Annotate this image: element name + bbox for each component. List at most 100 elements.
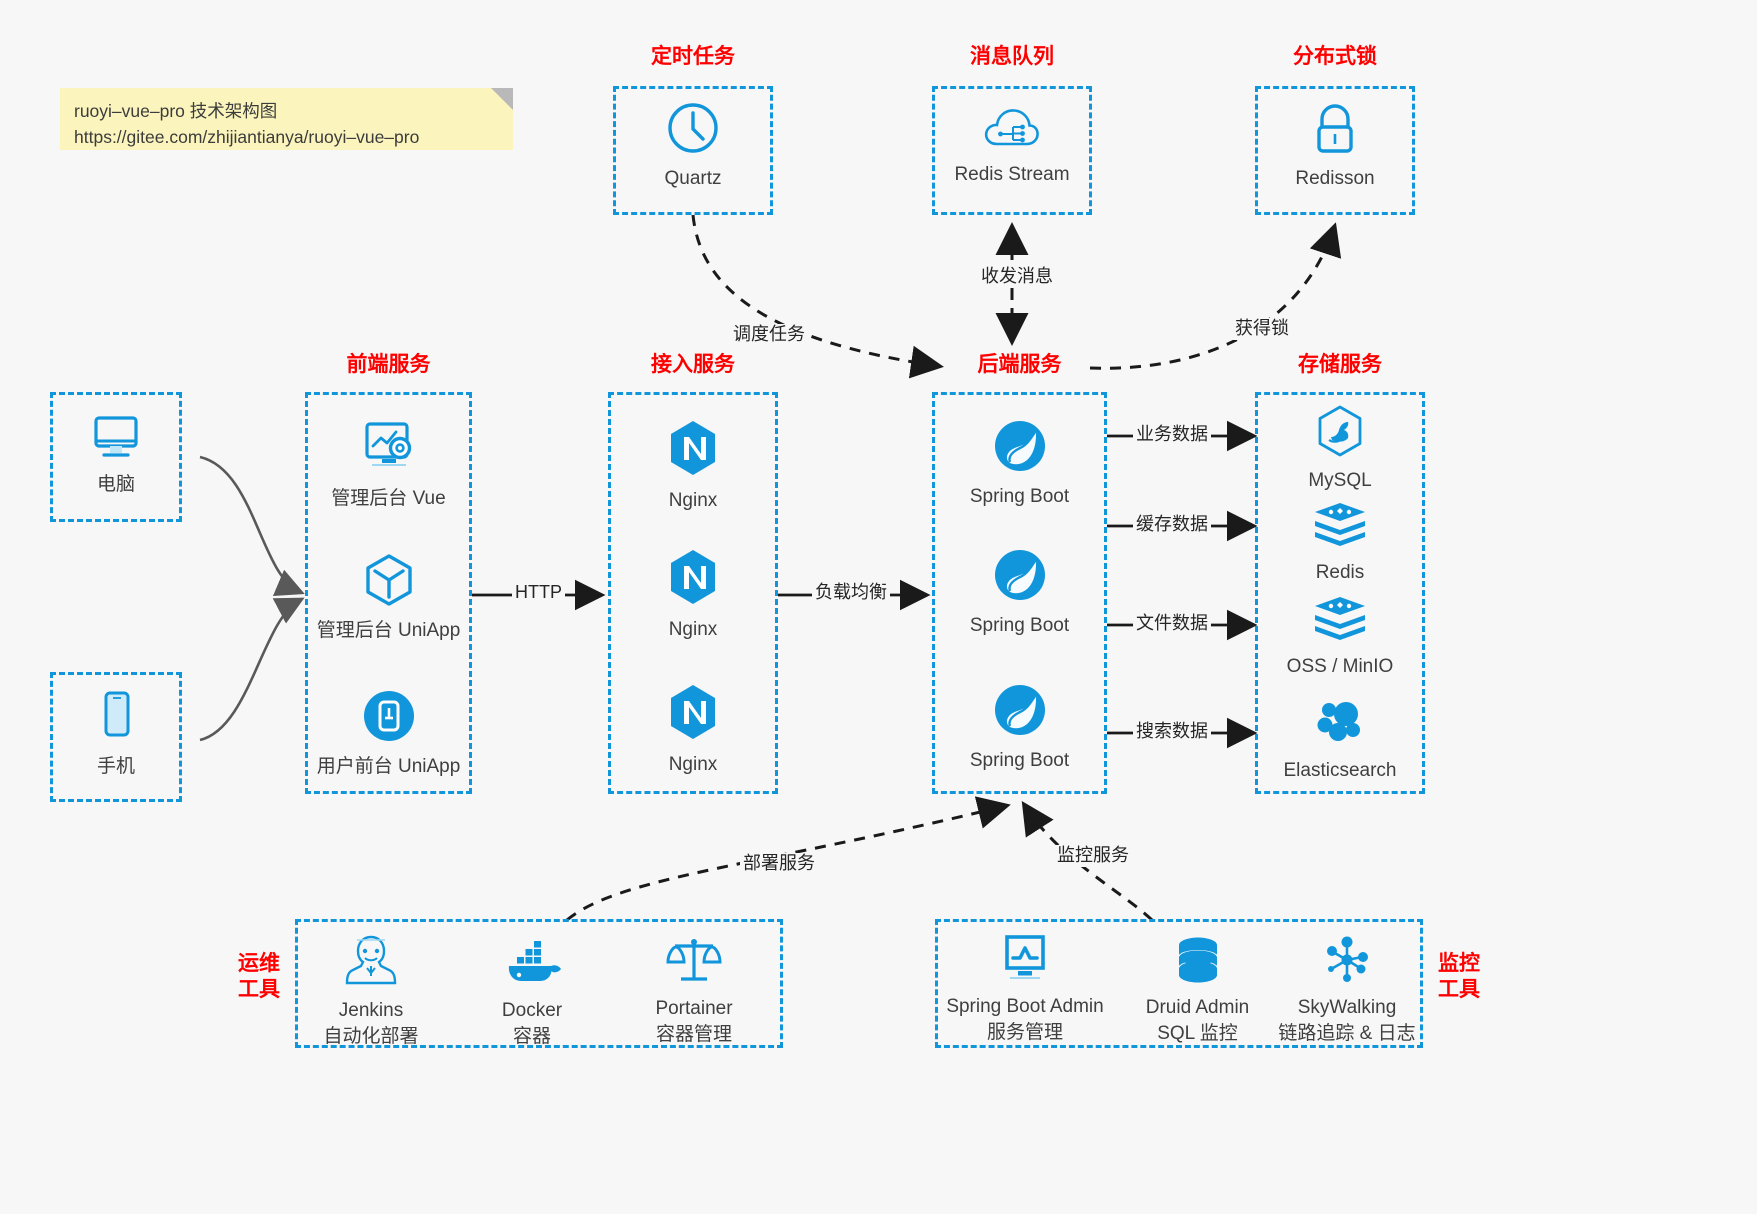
node-springboot-3[interactable]: Spring Boot xyxy=(932,682,1107,774)
group-box-pc xyxy=(50,392,182,522)
node-spring-boot-admin[interactable]: Spring Boot Admin 服务管理 xyxy=(940,932,1110,1045)
node-label: Portainer xyxy=(655,998,733,1019)
lock-icon xyxy=(1309,102,1361,161)
node-admin-uniapp[interactable]: 管理后台 UniApp xyxy=(305,552,472,644)
edge-label-search-data: 搜索数据 xyxy=(1133,721,1211,743)
node-label: Spring Boot xyxy=(969,486,1070,507)
node-label: Nginx xyxy=(668,619,718,640)
node-nginx-3[interactable]: Nginx xyxy=(608,682,778,778)
node-label: Redisson xyxy=(1295,168,1375,189)
note-line-url: https://gitee.com/zhijiantianya/ruoyi–vu… xyxy=(74,127,420,148)
desktop-monitor-icon xyxy=(89,412,143,467)
node-springboot-1[interactable]: Spring Boot xyxy=(932,418,1107,510)
node-docker[interactable]: Docker 容器 xyxy=(466,940,598,1049)
mysql-dolphin-icon xyxy=(1313,404,1367,463)
nginx-icon xyxy=(665,682,721,747)
docker-whale-icon xyxy=(501,940,563,993)
redis-stack-icon xyxy=(1311,500,1369,555)
jenkins-butler-icon xyxy=(343,932,399,993)
node-redis[interactable]: Redis xyxy=(1255,500,1425,586)
node-admin-vue[interactable]: 管理后台 Vue xyxy=(305,418,472,512)
nginx-icon xyxy=(665,547,721,612)
redis-stack-icon xyxy=(1311,594,1369,649)
group-title-devops: 运维 工具 xyxy=(238,952,280,1002)
node-label: Elasticsearch xyxy=(1283,760,1397,781)
node-redisson[interactable]: Redisson xyxy=(1275,102,1395,192)
node-label: SkyWalking xyxy=(1297,997,1397,1018)
node-sublabel: SQL 监控 xyxy=(1157,1022,1238,1044)
edge-label-cache-data: 缓存数据 xyxy=(1133,514,1211,536)
group-title-frontend: 前端服务 xyxy=(346,353,431,376)
cube-icon xyxy=(361,552,417,613)
node-portainer[interactable]: Portainer 容器管理 xyxy=(628,934,760,1047)
node-jenkins[interactable]: Jenkins 自动化部署 xyxy=(305,932,437,1049)
node-springboot-2[interactable]: Spring Boot xyxy=(932,547,1107,639)
node-label: MySQL xyxy=(1308,470,1372,491)
node-label: Druid Admin xyxy=(1145,997,1250,1018)
group-title-monitor: 监控 工具 xyxy=(1438,952,1480,1002)
database-icon xyxy=(1171,935,1225,990)
group-title-gateway: 接入服务 xyxy=(651,353,735,376)
node-label: Nginx xyxy=(668,754,718,775)
node-label: Spring Boot xyxy=(969,750,1070,771)
skywalking-node-icon xyxy=(1319,935,1375,990)
scales-icon xyxy=(665,934,723,991)
node-label: Spring Boot Admin xyxy=(946,996,1104,1017)
note-fold-corner xyxy=(491,88,513,110)
group-title-storage: 存储服务 xyxy=(1298,353,1382,376)
node-label: Spring Boot xyxy=(969,615,1070,636)
node-skywalking[interactable]: SkyWalking 链路追踪 & 日志 xyxy=(1272,935,1422,1046)
group-box-scheduler xyxy=(613,86,773,215)
node-label: 管理后台 Vue xyxy=(331,488,446,509)
node-redis-stream[interactable]: Redis Stream xyxy=(932,104,1092,188)
group-box-backend xyxy=(932,392,1107,794)
group-title-mq: 消息队列 xyxy=(970,45,1054,68)
node-sublabel: 容器 xyxy=(512,1025,551,1047)
group-title-lock: 分布式锁 xyxy=(1293,45,1377,68)
edge-label-http: HTTP xyxy=(512,582,565,604)
mobile-phone-icon xyxy=(93,688,139,749)
spring-leaf-icon xyxy=(992,547,1048,608)
node-pc[interactable]: 电脑 xyxy=(50,412,182,498)
node-druid-admin[interactable]: Druid Admin SQL 监控 xyxy=(1125,935,1270,1046)
node-quartz[interactable]: Quartz xyxy=(633,100,753,192)
cloud-stream-icon xyxy=(983,104,1041,157)
edge-label-schedule-task: 调度任务 xyxy=(730,324,808,346)
group-box-phone xyxy=(50,672,182,802)
group-box-lock xyxy=(1255,86,1415,215)
node-sublabel: 容器管理 xyxy=(655,1023,732,1045)
node-label: 管理后台 UniApp xyxy=(316,620,461,641)
edge-label-file-data: 文件数据 xyxy=(1133,613,1211,635)
app-circle-icon xyxy=(361,688,417,749)
group-box-monitor xyxy=(935,919,1423,1048)
edge-label-monitor-service: 监控服务 xyxy=(1054,845,1132,867)
node-user-uniapp[interactable]: 用户前台 UniApp xyxy=(305,688,472,780)
group-box-frontend xyxy=(305,392,472,794)
nginx-icon xyxy=(665,418,721,483)
group-title-backend: 后端服务 xyxy=(977,353,1062,376)
node-elasticsearch[interactable]: Elasticsearch xyxy=(1255,696,1425,784)
node-label: Jenkins xyxy=(338,1000,404,1021)
node-sublabel: 链路追踪 & 日志 xyxy=(1278,1022,1416,1044)
node-nginx-1[interactable]: Nginx xyxy=(608,418,778,514)
clock-icon xyxy=(665,100,721,161)
node-mysql[interactable]: MySQL xyxy=(1255,404,1425,494)
node-label: Docker xyxy=(501,1000,563,1021)
node-label: 电脑 xyxy=(96,474,135,495)
spring-leaf-icon xyxy=(992,682,1048,743)
node-phone[interactable]: 手机 xyxy=(50,688,182,780)
node-label: 用户前台 UniApp xyxy=(316,756,461,777)
elasticsearch-icon xyxy=(1312,696,1368,753)
group-box-mq xyxy=(932,86,1092,215)
edge-label-send-receive-msg: 收发消息 xyxy=(978,266,1056,288)
edge-label-load-balance: 负载均衡 xyxy=(812,582,890,604)
group-box-devops xyxy=(295,919,783,1048)
node-label: Nginx xyxy=(668,490,718,511)
node-nginx-2[interactable]: Nginx xyxy=(608,547,778,643)
group-title-scheduler: 定时任务 xyxy=(651,45,735,68)
node-label: 手机 xyxy=(96,756,135,777)
node-oss-minio[interactable]: OSS / MinIO xyxy=(1255,594,1425,680)
node-label: OSS / MinIO xyxy=(1286,656,1394,677)
